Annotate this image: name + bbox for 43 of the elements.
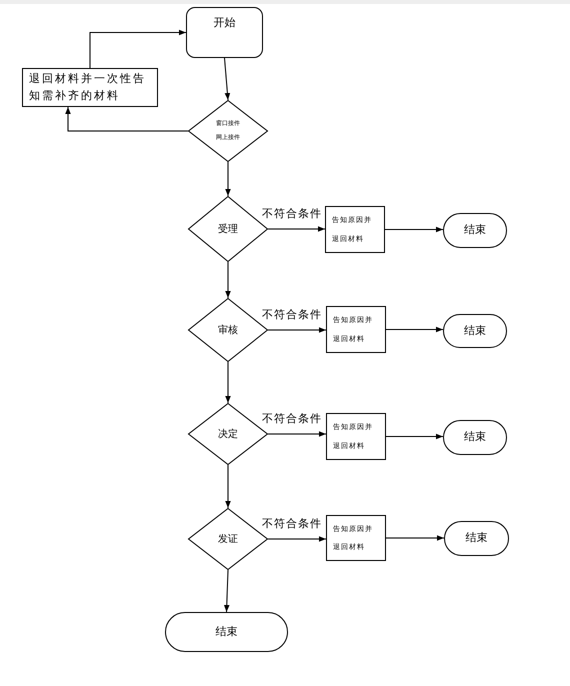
arrow	[224, 570, 230, 612]
arrow	[224, 58, 230, 100]
process-box	[325, 206, 385, 253]
decision-diamond	[188, 100, 268, 162]
arrow	[384, 226, 444, 232]
node-text: 结束	[466, 530, 488, 546]
edge-label: 不符合条件	[262, 307, 322, 322]
process-box	[326, 413, 386, 460]
end-terminal	[165, 612, 288, 652]
arrow	[225, 464, 231, 508]
process-box	[22, 68, 158, 107]
edge-label: 不符合条件	[262, 516, 322, 531]
edge-label: 不符合条件	[262, 206, 322, 221]
arrow	[268, 327, 326, 333]
node-text: 发证	[218, 532, 238, 546]
arrow	[268, 536, 326, 542]
arrow	[225, 162, 231, 196]
node-text: 退回材料并一次性告知需补齐的材料	[29, 71, 147, 104]
arrow	[268, 226, 326, 232]
node-text: 结束	[464, 429, 486, 446]
arrow	[386, 326, 444, 332]
arrow	[65, 106, 188, 132]
process-box	[326, 306, 386, 353]
arrow	[386, 434, 444, 440]
node-text: 开始	[214, 15, 236, 31]
node-text: 结束	[216, 624, 238, 640]
end-terminal	[443, 213, 507, 248]
end-terminal	[443, 420, 507, 455]
arrow	[225, 262, 231, 298]
node-text: 审核	[218, 324, 238, 338]
node-text: 结束	[464, 322, 486, 339]
arrow	[90, 30, 186, 68]
end-terminal	[444, 521, 509, 556]
process-box	[326, 515, 386, 561]
arrow	[268, 431, 326, 437]
start-box	[186, 7, 263, 58]
arrow	[386, 535, 444, 541]
end-terminal	[443, 314, 507, 348]
node-text: 结束	[464, 222, 486, 238]
arrow	[225, 362, 231, 404]
node-text: 决定	[218, 428, 238, 442]
node-text: 受理	[218, 222, 238, 236]
edge-label: 不符合条件	[262, 411, 322, 426]
